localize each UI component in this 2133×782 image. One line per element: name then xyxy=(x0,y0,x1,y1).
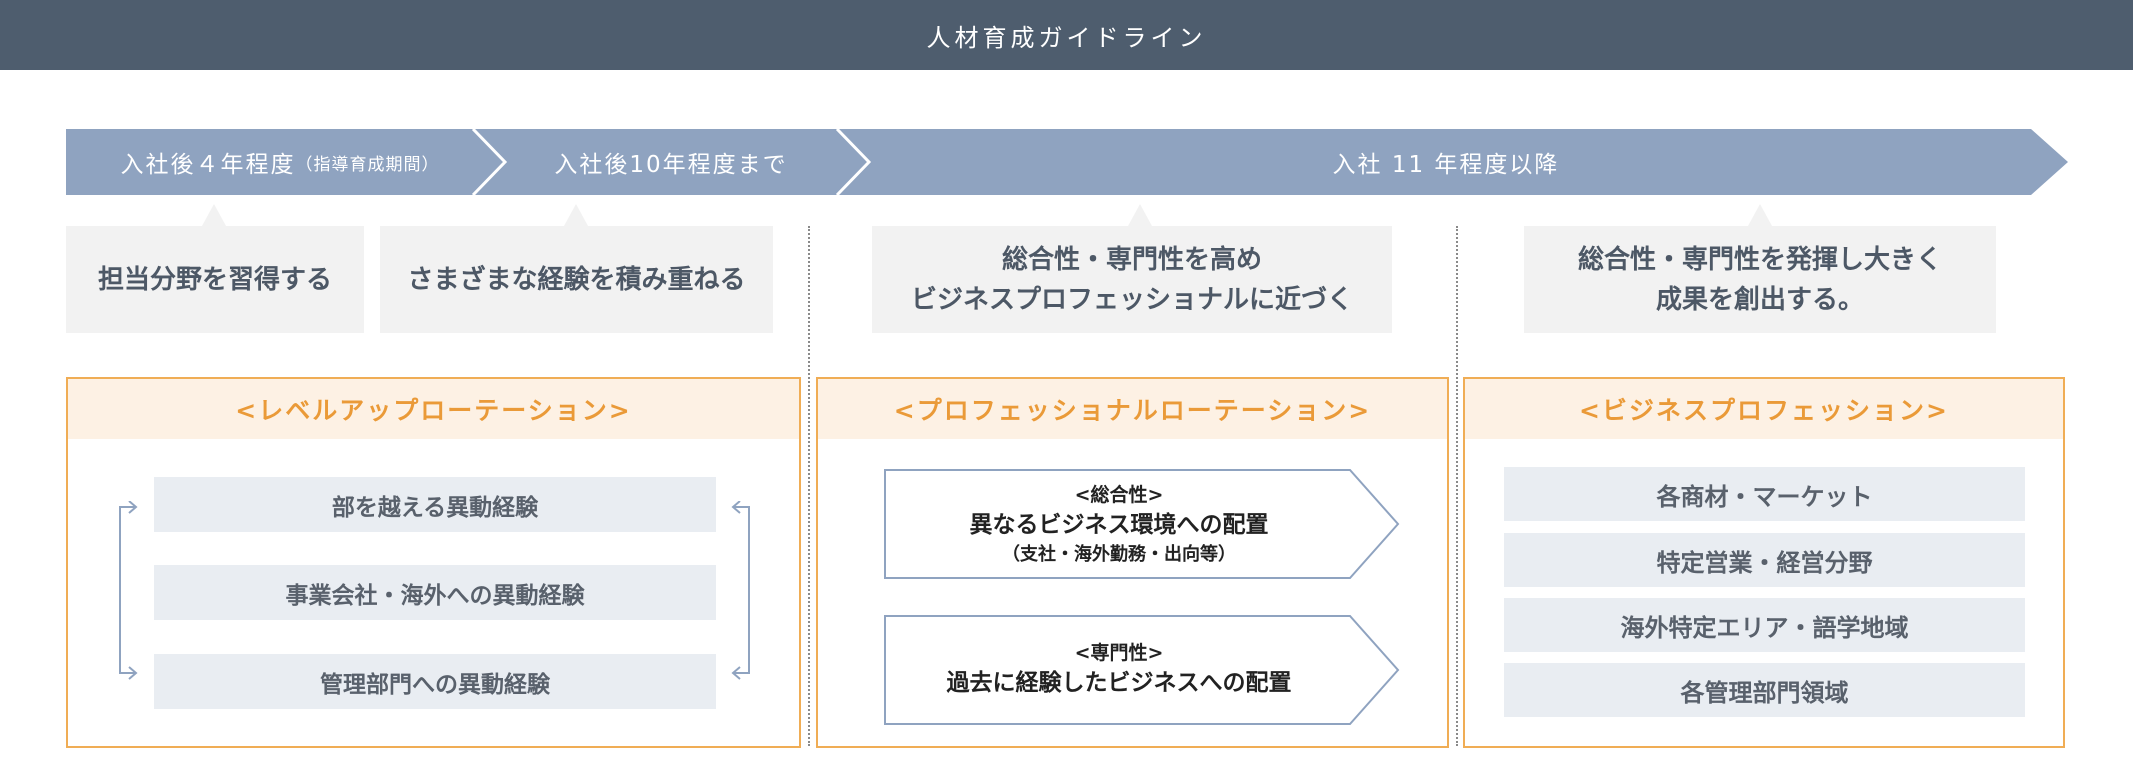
biz-pro-item-4: 各管理部門領域 xyxy=(1504,663,2025,717)
level-up-item-2: 事業会社・海外への異動経験 xyxy=(154,565,716,620)
phase-label-2: 入社後10年程度まで xyxy=(554,152,788,178)
goal-box-4: 総合性・専門性を発揮し大きく 成果を創出する。 xyxy=(1524,226,1996,333)
pro-item-2-main: 過去に経験したビジネスへの配置 xyxy=(946,670,1292,696)
phase-separator-2 xyxy=(835,129,872,195)
biz-pro-title: <ビジネスプロフェッション> xyxy=(1465,379,2063,439)
pro-item-1-tag: <総合性> xyxy=(1074,484,1164,506)
goal-box-2: さまざまな経験を積み重ねる xyxy=(380,226,773,333)
biz-pro-panel: <ビジネスプロフェッション> 各商材・マーケット 特定営業・経営分野 海外特定エ… xyxy=(1463,377,2065,748)
phase-label-1: 入社後４年程度（指導育成期間） xyxy=(80,129,480,195)
pro-arrow-box-2 xyxy=(884,615,1400,725)
phase-arrow-2 xyxy=(473,129,869,195)
phase-separator-1 xyxy=(471,129,508,195)
phase-divider-2 xyxy=(1456,226,1458,746)
level-up-title: <レベルアップローテーション> xyxy=(68,379,799,439)
phase-label-3: 入社 11 年程度以降 xyxy=(1332,152,1560,178)
pro-item-2-tag: <専門性> xyxy=(1074,642,1164,664)
goal-box-1: 担当分野を習得する xyxy=(66,226,364,333)
rotation-loop-left xyxy=(119,501,138,680)
pro-item-2: <専門性> 過去に経験したビジネスへの配置 xyxy=(884,627,1354,713)
phase-divider-1 xyxy=(808,226,810,746)
page-header: 人材育成ガイドライン xyxy=(0,0,2133,70)
biz-pro-item-2: 特定営業・経営分野 xyxy=(1504,533,2025,587)
pro-rotation-title: <プロフェッショナルローテーション> xyxy=(818,379,1447,439)
biz-pro-item-1: 各商材・マーケット xyxy=(1504,467,2025,521)
phase-note-1: （指導育成期間） xyxy=(295,154,440,175)
phase-arrow-1 xyxy=(66,129,505,195)
phase-timeline: 入社後４年程度（指導育成期間） 入社後10年程度まで 入社 11 年程度以降 xyxy=(66,129,2068,195)
goal-pointer-4 xyxy=(1748,204,1772,226)
pro-item-1: <総合性> 異なるビジネス環境への配置 （支社・海外勤務・出向等） xyxy=(884,477,1354,573)
phase-arrow-3 xyxy=(837,129,2068,195)
pro-rotation-panel: <プロフェッショナルローテーション> <総合性> 異なるビジネス環境への配置 （… xyxy=(816,377,1449,748)
biz-pro-item-3: 海外特定エリア・語学地域 xyxy=(1504,598,2025,652)
level-up-panel: <レベルアップローテーション> 部を越える異動経験 事業会社・海外への異動経験 … xyxy=(66,377,801,748)
level-up-item-1: 部を越える異動経験 xyxy=(154,477,716,532)
rotation-loop-right xyxy=(731,501,750,680)
goal-pointer-2 xyxy=(564,204,588,226)
page-title: 人材育成ガイドライン xyxy=(926,23,1207,52)
goal-pointer-1 xyxy=(202,204,226,226)
goal-box-3: 総合性・専門性を高め ビジネスプロフェッショナルに近づく xyxy=(872,226,1392,333)
pro-item-1-sub: （支社・海外勤務・出向等） xyxy=(1002,544,1236,565)
phase-arrow-shapes xyxy=(66,129,2068,195)
pro-item-1-main: 異なるビジネス環境への配置 xyxy=(969,512,1269,538)
goal-pointer-3 xyxy=(1128,204,1152,226)
pro-arrow-box-1 xyxy=(884,469,1400,579)
level-up-item-3: 管理部門への異動経験 xyxy=(154,654,716,709)
